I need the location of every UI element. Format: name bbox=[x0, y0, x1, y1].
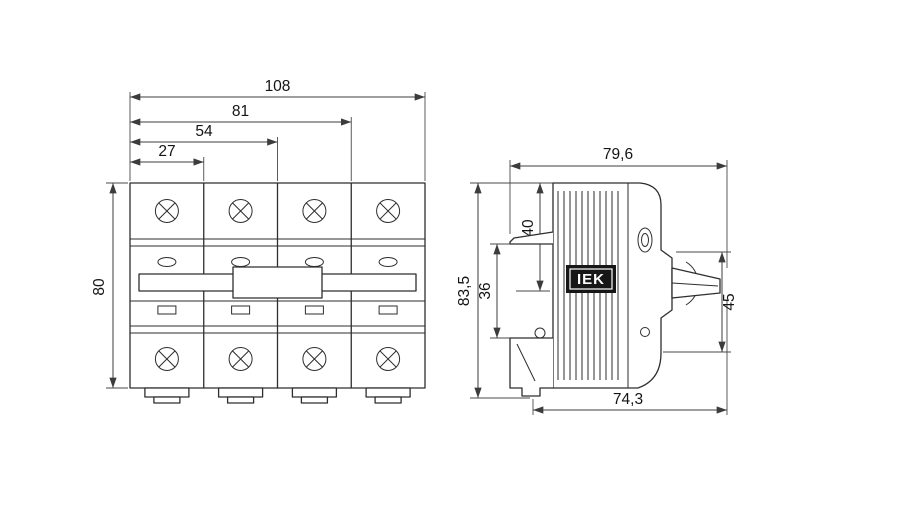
front-extension-lines bbox=[106, 92, 426, 389]
side-din-recess-label: 36 bbox=[477, 282, 494, 299]
side-height-label: 83,5 bbox=[456, 276, 473, 306]
front-total-width-label: 108 bbox=[265, 78, 291, 95]
toggle-lever-line bbox=[671, 282, 719, 287]
front-width-27-label: 27 bbox=[158, 143, 175, 160]
logo-text: IEK bbox=[577, 271, 605, 288]
side-body-depth-label: 74,3 bbox=[613, 391, 643, 408]
side-front-height-label: 45 bbox=[721, 293, 738, 310]
side-top-to-rail-label: 40 bbox=[520, 219, 537, 237]
toggle-lever bbox=[671, 267, 721, 299]
side-depth-label: 79,6 bbox=[603, 146, 633, 163]
handle-tiebar bbox=[138, 266, 417, 299]
din-clip-bottom bbox=[509, 337, 553, 397]
screw-terminals-top bbox=[154, 199, 401, 223]
front-width-81-label: 81 bbox=[232, 103, 249, 120]
tiebar-center-knob bbox=[232, 266, 323, 299]
screw-terminals-bottom bbox=[154, 347, 401, 371]
din-clips-front bbox=[144, 387, 411, 404]
latch-windows bbox=[157, 305, 398, 315]
clip-pivot bbox=[534, 327, 546, 339]
side-view: 79,6 83,5 36 40 45 74,3 bbox=[456, 146, 738, 415]
front-dimension-lines bbox=[109, 93, 426, 389]
clip-spring-line bbox=[516, 343, 536, 382]
din-hook-top bbox=[509, 231, 554, 245]
indicator-window bbox=[637, 227, 653, 337]
front-panel-lines bbox=[130, 238, 425, 334]
front-width-54-label: 54 bbox=[195, 123, 213, 140]
front-height-label: 80 bbox=[91, 278, 108, 296]
iek-logo: IEK bbox=[566, 265, 616, 293]
front-view: 108 81 54 27 80 bbox=[91, 78, 426, 404]
